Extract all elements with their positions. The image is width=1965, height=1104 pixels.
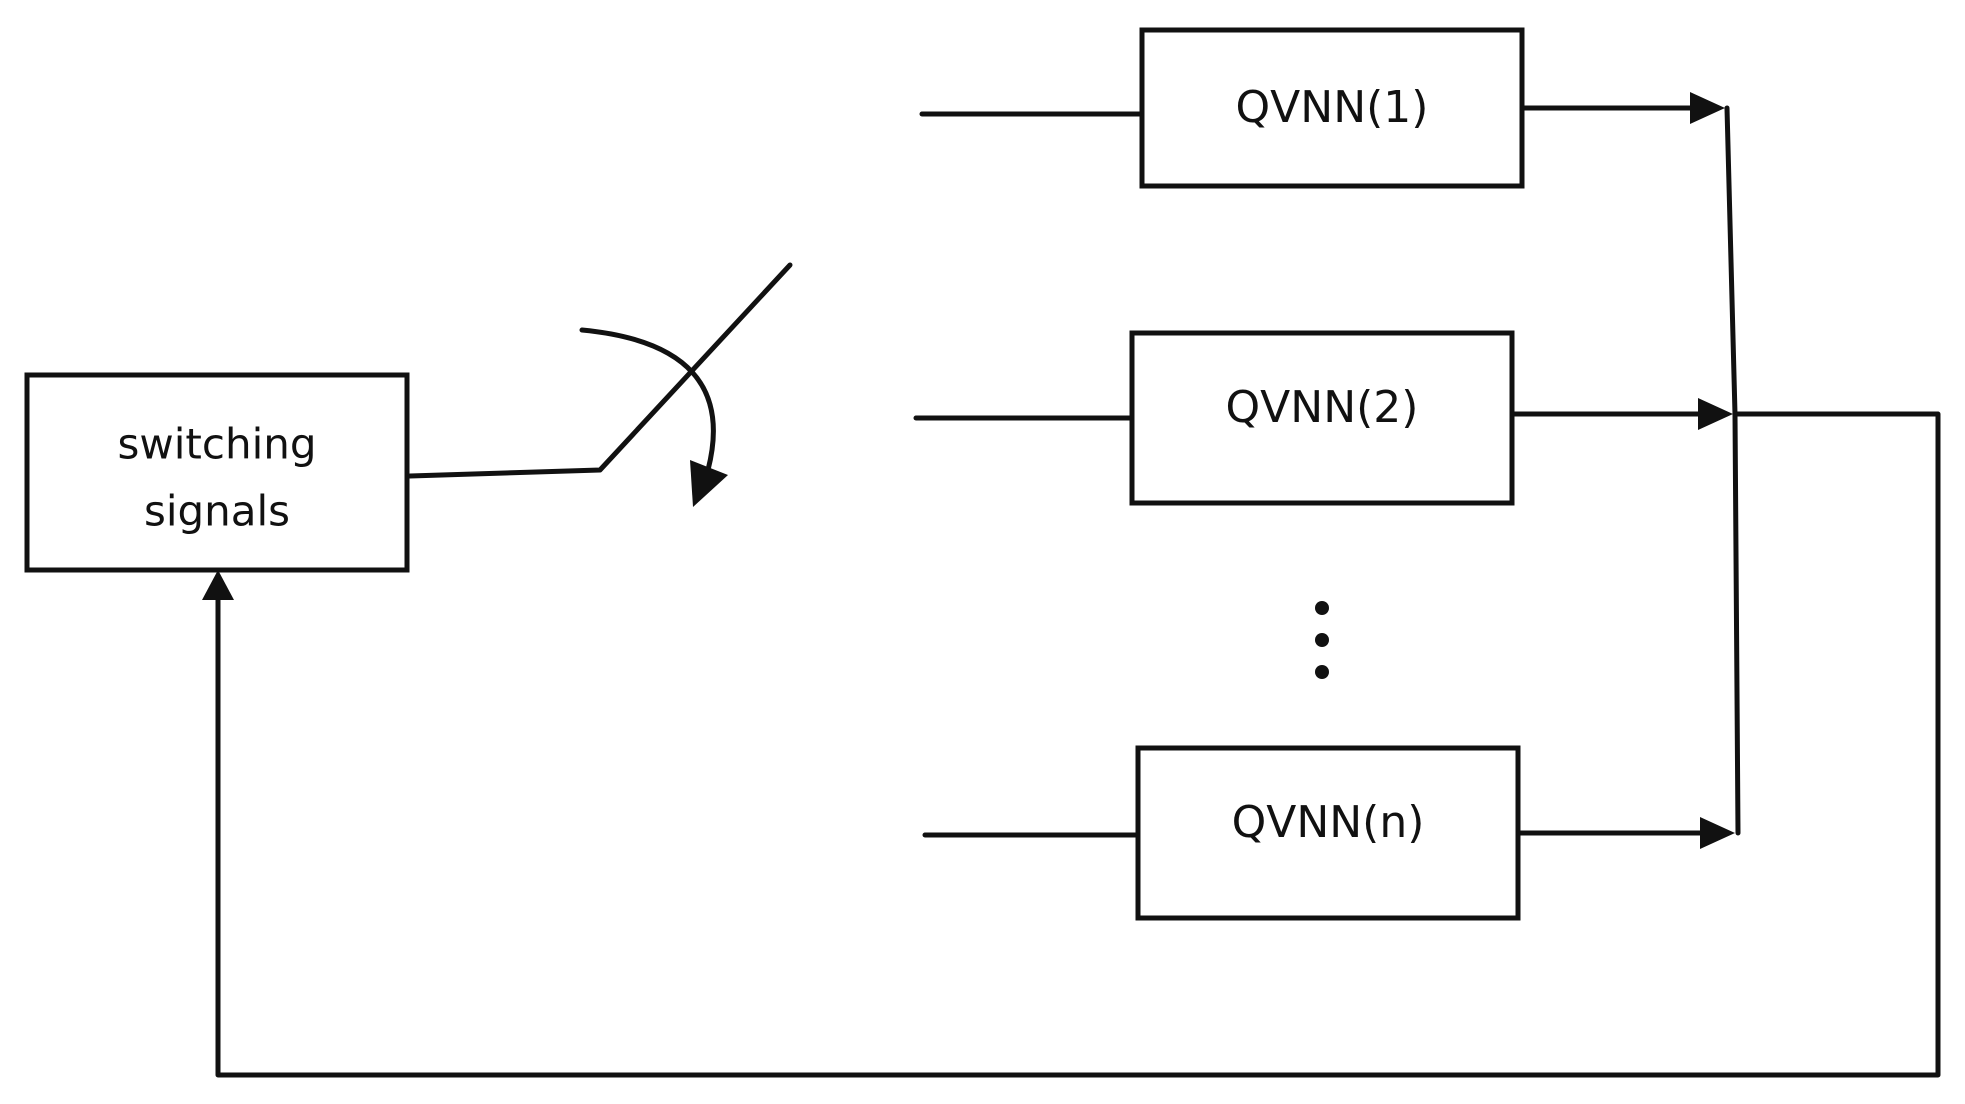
qvnn-1-branch: QVNN(1) — [919, 27, 1725, 189]
qvnn-2-output-arrowhead — [1698, 398, 1733, 430]
qvnn-n-box — [1135, 745, 1521, 921]
qvnn-n-output-arrowhead — [1700, 817, 1735, 849]
feedback-line — [215, 411, 1941, 1078]
qvnn-1-label: QVNN(1) — [1236, 82, 1429, 133]
switching-signals-label-line2: signals — [144, 487, 290, 536]
ellipsis-dot-1 — [1315, 601, 1329, 615]
switch — [407, 262, 793, 507]
switching-signals-box — [24, 372, 410, 573]
qvnn-n-branch: QVNN(n) — [922, 745, 1735, 921]
switch-rotation-arrowhead — [690, 460, 728, 507]
switch-lever — [407, 262, 793, 479]
qvnn-1-box — [1139, 27, 1525, 189]
switch-rotation-arc — [579, 327, 716, 473]
qvnn-1-output-arrowhead — [1690, 92, 1725, 124]
output-collector-bus — [1724, 105, 1741, 836]
qvnn-2-branch: QVNN(2) — [913, 330, 1733, 506]
ellipsis-dots — [1315, 601, 1329, 679]
ellipsis-dot-2 — [1315, 633, 1329, 647]
qvnn-2-label: QVNN(2) — [1226, 382, 1419, 433]
feedback-arrowhead — [202, 570, 234, 600]
feedback-path — [202, 105, 1941, 1078]
switching-signals-label-line1: switching — [117, 420, 316, 469]
switching-signals-block: switching signals — [24, 372, 410, 573]
qvnn-2-box — [1129, 330, 1515, 506]
qvnn-n-label: QVNN(n) — [1232, 797, 1425, 848]
ellipsis-dot-3 — [1315, 665, 1329, 679]
